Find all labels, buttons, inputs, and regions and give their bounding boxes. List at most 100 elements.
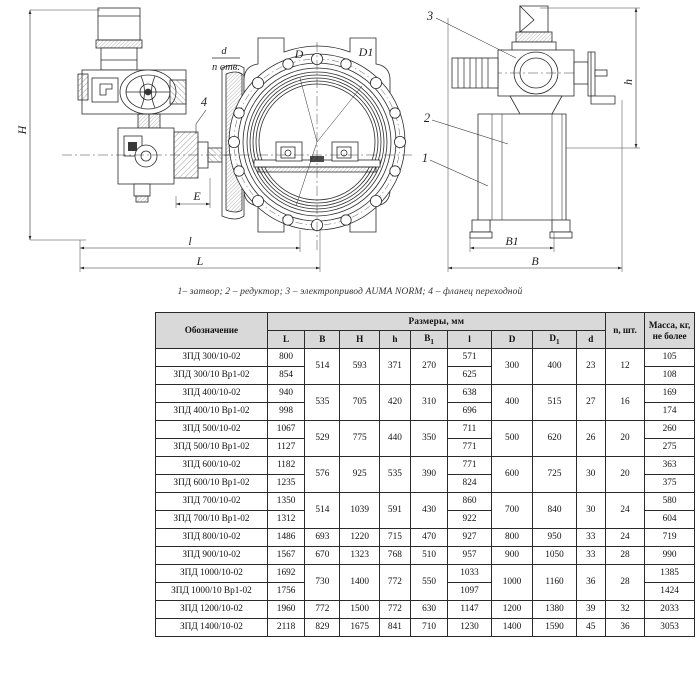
cell-l: 1230 — [447, 618, 492, 637]
cell-l: 824 — [447, 474, 492, 493]
cell-b1: 350 — [409, 420, 449, 457]
leader-item-2 — [431, 119, 509, 145]
cell-d: 33 — [575, 546, 606, 565]
cell-mass: 375 — [644, 474, 695, 493]
cell-d: 400 — [490, 384, 534, 421]
th-mass: Масса, кг, не более — [644, 312, 695, 349]
cell-designation: ЗПД 800/10-02 — [155, 528, 268, 547]
cell-d: 36 — [575, 564, 606, 601]
cell-l: 2118 — [266, 618, 306, 637]
cell-b1: 550 — [409, 564, 449, 601]
cell-n: 36 — [604, 618, 646, 637]
cell-l: 638 — [447, 384, 492, 403]
cell-d: 33 — [575, 528, 606, 547]
cell-b: 576 — [304, 456, 341, 493]
cell-n: 20 — [604, 420, 646, 457]
cell-mass: 3053 — [644, 618, 695, 637]
cell-h: 925 — [339, 456, 380, 493]
cell-designation: ЗПД 400/10 Вр1-02 — [155, 402, 268, 421]
dimension-label-h: h — [621, 79, 635, 85]
cell-h: 371 — [378, 348, 411, 385]
cell-h: 1220 — [339, 528, 380, 547]
cell-h: 535 — [378, 456, 411, 493]
cell-designation: ЗПД 1400/10-02 — [155, 618, 268, 637]
assembly-drawing-svg: H l L E D D1 h B1 B d n отв. 4 3 2 1 — [15, 5, 640, 272]
cell-d: 600 — [490, 456, 534, 493]
callout-4: 4 — [201, 95, 207, 109]
cell-l: 625 — [447, 366, 492, 385]
view-right-side — [451, 5, 616, 239]
cell-b: 529 — [304, 420, 341, 457]
cell-h: 420 — [378, 384, 411, 421]
cell-l: 957 — [447, 546, 492, 565]
th-dim-B: B — [304, 330, 341, 349]
cell-designation: ЗПД 300/10 Вр1-02 — [155, 366, 268, 385]
cell-l: 860 — [447, 492, 492, 511]
cell-n: 32 — [604, 600, 646, 619]
cell-mass: 275 — [644, 438, 695, 457]
dimension-label-B1: B1 — [505, 234, 518, 248]
cell-h: 775 — [339, 420, 380, 457]
cell-d: 1000 — [490, 564, 534, 601]
th-dim-H: H — [339, 330, 380, 349]
cell-b1: 470 — [409, 528, 449, 547]
cell-mass: 260 — [644, 420, 695, 439]
cell-l: 1567 — [266, 546, 306, 565]
cell-designation: ЗПД 600/10 Вр1-02 — [155, 474, 268, 493]
dimension-label-H: H — [15, 124, 29, 135]
cell-h: 768 — [378, 546, 411, 565]
callout-2: 2 — [424, 111, 430, 125]
cell-b: 670 — [304, 546, 341, 565]
cell-designation: ЗПД 500/10-02 — [155, 420, 268, 439]
dimension-H — [28, 9, 100, 241]
leader-item-4 — [195, 109, 207, 134]
cell-d: 300 — [490, 348, 534, 385]
cell-designation: ЗПД 900/10-02 — [155, 546, 268, 565]
cell-h: 715 — [378, 528, 411, 547]
cell-mass: 363 — [644, 456, 695, 475]
cell-designation: ЗПД 1000/10-02 — [155, 564, 268, 583]
specification-table: Обозначение Размеры, мм n, шт. Масса, кг… — [155, 312, 695, 637]
cell-l: 711 — [447, 420, 492, 439]
cell-h: 593 — [339, 348, 380, 385]
cell-d1: 725 — [532, 456, 577, 493]
cell-d1: 1380 — [532, 600, 577, 619]
cell-mass: 990 — [644, 546, 695, 565]
cell-h: 1323 — [339, 546, 380, 565]
cell-h: 705 — [339, 384, 380, 421]
dimension-h — [540, 7, 640, 149]
specification-table-container: Обозначение Размеры, мм n, шт. Масса, кг… — [155, 312, 695, 637]
cell-mass: 719 — [644, 528, 695, 547]
cell-d: 30 — [575, 492, 606, 529]
cell-b1: 630 — [409, 600, 449, 619]
cell-b: 730 — [304, 564, 341, 601]
cell-mass: 604 — [644, 510, 695, 529]
cell-l: 1692 — [266, 564, 306, 583]
cell-d1: 515 — [532, 384, 577, 421]
hole-note-denominator: n отв. — [212, 62, 240, 73]
cell-designation: ЗПД 300/10-02 — [155, 348, 268, 367]
cell-d: 900 — [490, 546, 534, 565]
th-dim-B1: B1 — [409, 330, 449, 349]
cell-d: 800 — [490, 528, 534, 547]
cell-h: 1500 — [339, 600, 380, 619]
cell-b: 535 — [304, 384, 341, 421]
dimension-B — [447, 18, 623, 272]
cell-b1: 390 — [409, 456, 449, 493]
cell-d: 23 — [575, 348, 606, 385]
cell-h: 772 — [378, 600, 411, 619]
cell-mass: 1385 — [644, 564, 695, 583]
cell-l: 771 — [447, 438, 492, 457]
view-middle-flange — [222, 37, 412, 250]
cell-l: 1067 — [266, 420, 306, 439]
th-dim-D: D — [490, 330, 534, 349]
cell-d1: 1590 — [532, 618, 577, 637]
